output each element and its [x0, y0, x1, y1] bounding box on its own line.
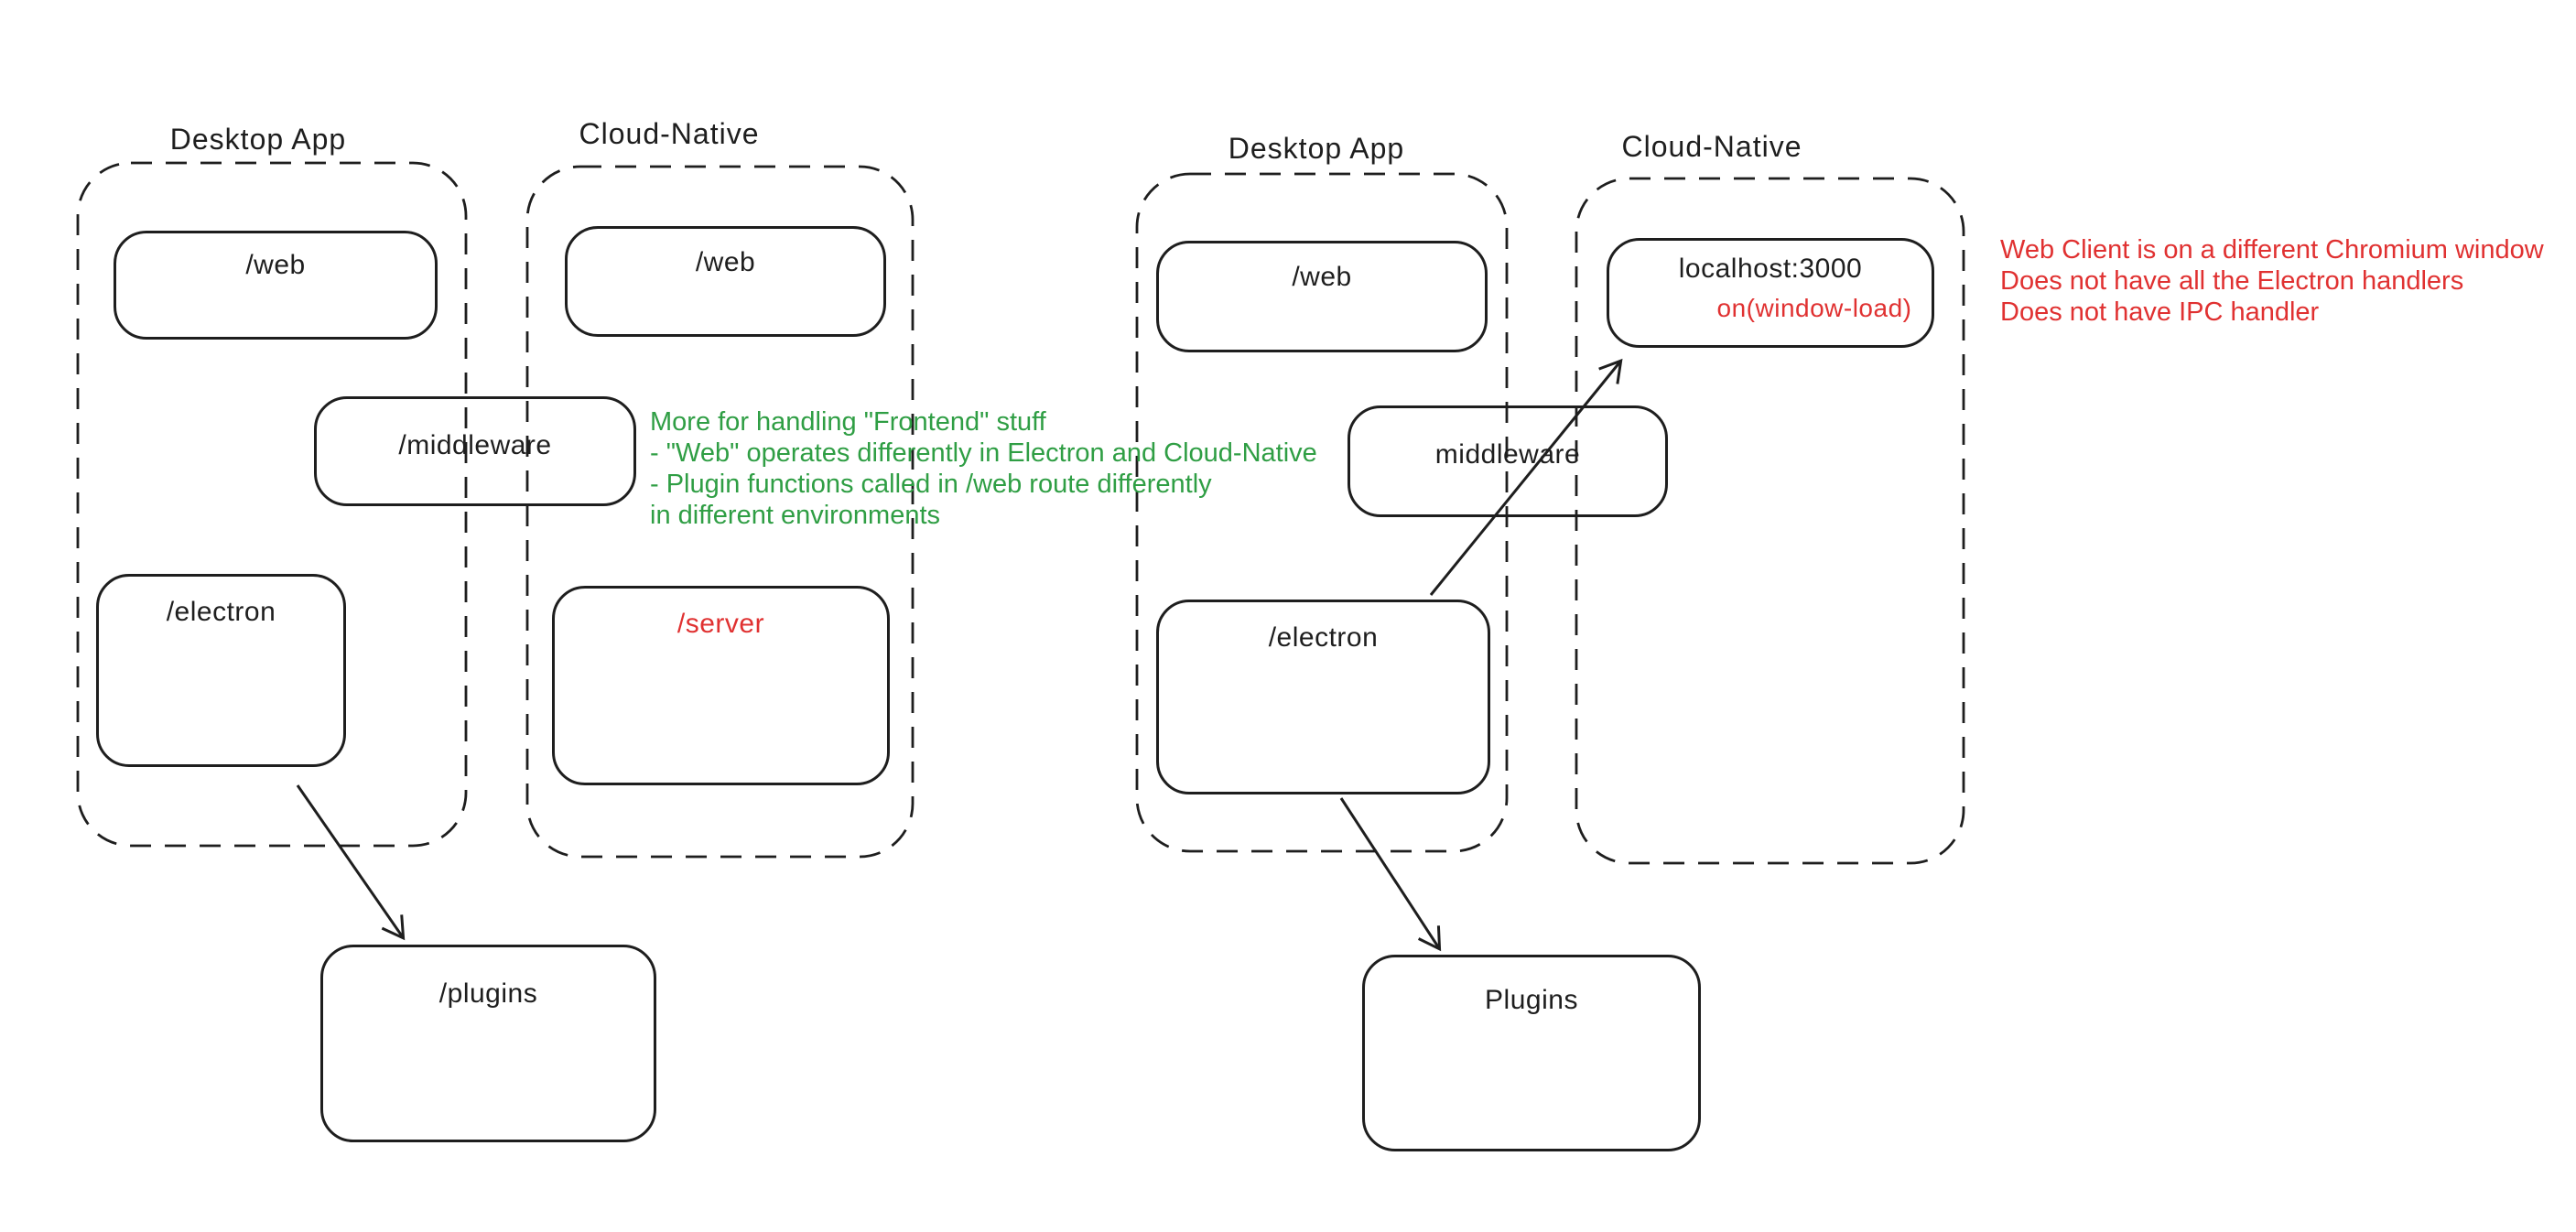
node-plugins-right: Plugins — [1362, 955, 1701, 1151]
right-desktop-app-title: Desktop App — [1228, 132, 1405, 165]
localhost-text-stack: localhost:3000 on(window-load) — [1673, 241, 1911, 323]
left-desktop-app-title: Desktop App — [169, 123, 347, 156]
left-desktop-app-container — [76, 161, 468, 848]
arrow-electron-to-plugins-right — [1339, 797, 1442, 952]
green-annotation-line-2: - "Web" operates differently in Electron… — [650, 438, 1317, 468]
right-cloud-native-container — [1575, 177, 1965, 865]
node-localhost-3000-label: localhost:3000 — [1678, 254, 1863, 284]
node-web-left-desktop: /web — [114, 231, 438, 340]
node-middleware-right-label: middleware — [1434, 439, 1581, 470]
red-annotation-line-3: Does not have IPC handler — [2000, 297, 2320, 327]
node-middleware-left-label: /middleware — [398, 430, 552, 460]
node-web-right-desktop-label: /web — [1292, 262, 1352, 292]
node-localhost-3000: localhost:3000 on(window-load) — [1607, 238, 1934, 348]
right-desktop-app-container — [1135, 172, 1509, 853]
green-annotation: More for handling "Frontend" stuff - "We… — [650, 406, 1317, 531]
node-electron-left: /electron — [96, 574, 346, 767]
green-annotation-line-1: More for handling "Frontend" stuff — [650, 407, 1046, 437]
node-web-right-desktop: /web — [1156, 241, 1488, 352]
node-plugins-left: /plugins — [320, 945, 656, 1142]
node-server-left-label: /server — [676, 609, 765, 639]
node-plugins-left-label: /plugins — [438, 978, 538, 1009]
node-web-left-desktop-label: /web — [245, 250, 306, 280]
left-cloud-native-container — [525, 165, 915, 859]
node-web-left-cloud-label: /web — [695, 247, 756, 277]
node-server-left: /server — [552, 586, 890, 785]
red-annotation: Web Client is on a different Chromium wi… — [2000, 234, 2544, 328]
green-annotation-line-4: in different environments — [650, 501, 941, 530]
node-middleware-right: middleware — [1348, 405, 1668, 517]
node-middleware-left: /middleware — [314, 396, 636, 506]
right-cloud-native-title: Cloud-Native — [1621, 130, 1802, 163]
node-plugins-right-label: Plugins — [1485, 985, 1578, 1015]
node-web-left-cloud: /web — [565, 226, 886, 337]
left-cloud-native-title: Cloud-Native — [579, 117, 760, 150]
on-window-load-label: on(window-load) — [1716, 294, 1912, 322]
red-annotation-line-2: Does not have all the Electron handlers — [2000, 266, 2464, 296]
node-electron-right: /electron — [1156, 600, 1490, 794]
arrow-electron-to-plugins-left — [296, 784, 406, 941]
green-annotation-line-3: - Plugin functions called in /web route … — [650, 470, 1212, 499]
node-electron-left-label: /electron — [166, 597, 276, 627]
red-annotation-line-1: Web Client is on a different Chromium wi… — [2000, 235, 2544, 265]
arrow-electron-to-localhost — [1429, 358, 1623, 596]
node-electron-right-label: /electron — [1268, 622, 1379, 653]
